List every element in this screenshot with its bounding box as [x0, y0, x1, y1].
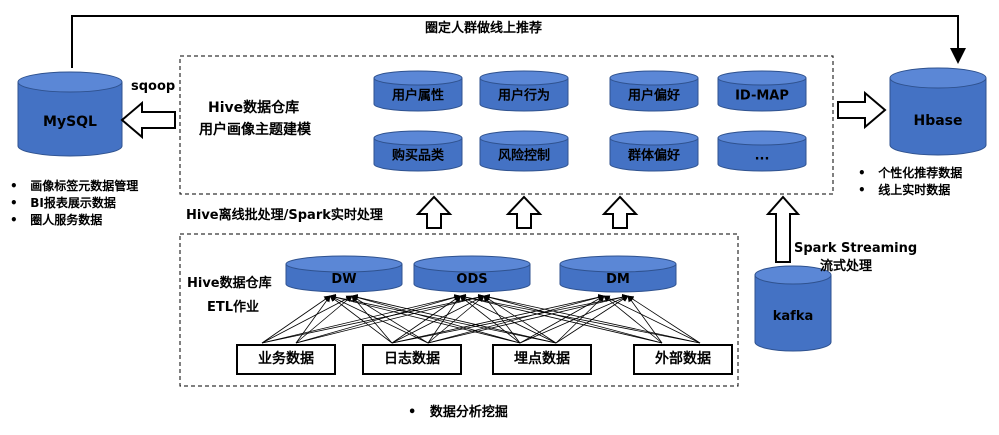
etl-line-20 [329, 294, 521, 344]
list-item: • 画像标签元数据管理 [10, 179, 139, 193]
hollow-up-arrow-kafka [765, 195, 801, 263]
etl-line-28 [459, 295, 557, 344]
source-box-log: 日志数据 [362, 344, 462, 375]
upper-cylinder-8: ... [717, 130, 807, 172]
upper-title-line2: 用户画像主题建模 [199, 122, 311, 138]
spark-streaming-label: Spark Streaming [794, 241, 918, 256]
upper-cylinder-7: 群体偏好 [609, 130, 699, 172]
kafka-cylinder [754, 265, 832, 352]
etl-line-39 [627, 295, 701, 344]
etl-line-38 [603, 295, 701, 344]
etl-line-17 [427, 295, 485, 344]
upper-cylinder-2: 用户行为 [479, 70, 569, 112]
hollow-arrow-to-hbase [837, 90, 887, 130]
hbase-bullet-list: • 个性化推荐数据 • 线上实时数据 [858, 165, 962, 199]
etl-line-1 [261, 295, 353, 344]
upper-cylinder-1-label: 用户属性 [391, 88, 444, 104]
lower-cylinder-ods: ODS [413, 255, 531, 293]
list-item: • BI报表展示数据 [10, 196, 116, 210]
upper-cylinder-3: 用户偏好 [609, 70, 699, 112]
etl-line-18 [427, 294, 605, 344]
list-item: • 线上实时数据 [858, 183, 951, 197]
etl-line-34 [603, 295, 663, 344]
etl-line-21 [351, 294, 521, 344]
mysql-bullet-list: • 画像标签元数据管理 • BI报表展示数据 • 圈人服务数据 [10, 178, 138, 229]
upper-cylinder-4: ID-MAP [717, 70, 807, 112]
upper-cylinder-2-label: 用户行为 [497, 88, 550, 104]
etl-line-36 [459, 293, 701, 344]
upper-cylinder-6: 风险控制 [479, 130, 569, 172]
upper-cylinder-6-label: 风险控制 [498, 148, 550, 164]
upper-dashed-box [179, 55, 834, 195]
etl-line-23 [483, 295, 521, 344]
sqoop-label: sqoop [131, 79, 176, 94]
kafka-label: kafka [772, 309, 814, 324]
lower-dashed-box [179, 233, 739, 387]
etl-line-9 [351, 295, 393, 344]
upper-cylinder-3-label: 用户偏好 [627, 88, 680, 104]
etl-line-33 [483, 294, 663, 344]
lower-cylinder-ods-label: ODS [456, 272, 487, 287]
etl-line-14 [329, 295, 429, 344]
list-item: • 个性化推荐数据 [858, 166, 963, 180]
lower-cylinder-dw: DW [285, 255, 403, 293]
lower-title-line2: ETL作业 [207, 300, 260, 315]
source-box-tracking: 埋点数据 [492, 344, 592, 375]
lower-cylinder-dm: DM [559, 255, 677, 293]
etl-line-12 [391, 294, 605, 344]
etl-line-15 [351, 295, 429, 344]
etl-line-0 [261, 295, 331, 344]
upper-cylinder-4-label: ID-MAP [735, 89, 789, 104]
etl-line-11 [391, 295, 485, 344]
etl-line-13 [391, 293, 629, 344]
etl-line-35 [627, 295, 663, 344]
upper-cylinder-8-label: ... [755, 149, 770, 164]
hollow-up-arrow-2 [505, 195, 543, 229]
source-box-business: 业务数据 [236, 344, 336, 375]
source-box-external: 外部数据 [633, 344, 733, 375]
etl-line-37 [483, 294, 701, 344]
etl-connector-lines [261, 293, 701, 344]
upper-cylinder-1: 用户属性 [373, 70, 463, 112]
upper-cylinder-7-label: 群体偏好 [628, 148, 680, 164]
lower-cylinder-dw-label: DW [331, 272, 356, 287]
lower-cylinder-dm-label: DM [606, 272, 630, 287]
etl-line-29 [483, 295, 557, 344]
etl-line-6 [295, 294, 461, 344]
hollow-up-arrow-3 [601, 195, 639, 229]
etl-line-4 [295, 295, 331, 344]
etl-line-3 [261, 294, 485, 344]
bottom-bullet: • 数据分析挖掘 [408, 405, 508, 420]
hbase-label: Hbase [913, 113, 963, 129]
top-arrow-label: 圈定人群做线上推荐 [425, 21, 543, 36]
top-feedback-arrow [71, 15, 966, 68]
etl-line-19 [427, 294, 629, 344]
lower-title-line1: Hive数据仓库 [187, 276, 272, 291]
etl-line-8 [329, 295, 393, 344]
upper-title-line1: Hive数据仓库 [208, 100, 300, 116]
etl-line-5 [295, 295, 353, 344]
upper-cylinder-5: 购买品类 [373, 130, 463, 172]
middle-label: Hive离线批处理/Spark实时处理 [186, 208, 383, 223]
etl-line-32 [459, 294, 663, 344]
mysql-label: MySQL [43, 114, 97, 130]
list-item: • 圈人服务数据 [10, 213, 103, 227]
hollow-up-arrow-1 [415, 195, 453, 229]
upper-cylinder-5-label: 购买品类 [392, 148, 445, 164]
etl-line-26 [329, 294, 557, 344]
stream-processing-label: 流式处理 [820, 259, 873, 274]
mysql-cylinder [17, 71, 123, 157]
hbase-cylinder [889, 67, 987, 156]
etl-line-27 [351, 294, 557, 344]
etl-line-22 [459, 295, 521, 344]
hollow-arrow-to-mysql [120, 100, 176, 140]
